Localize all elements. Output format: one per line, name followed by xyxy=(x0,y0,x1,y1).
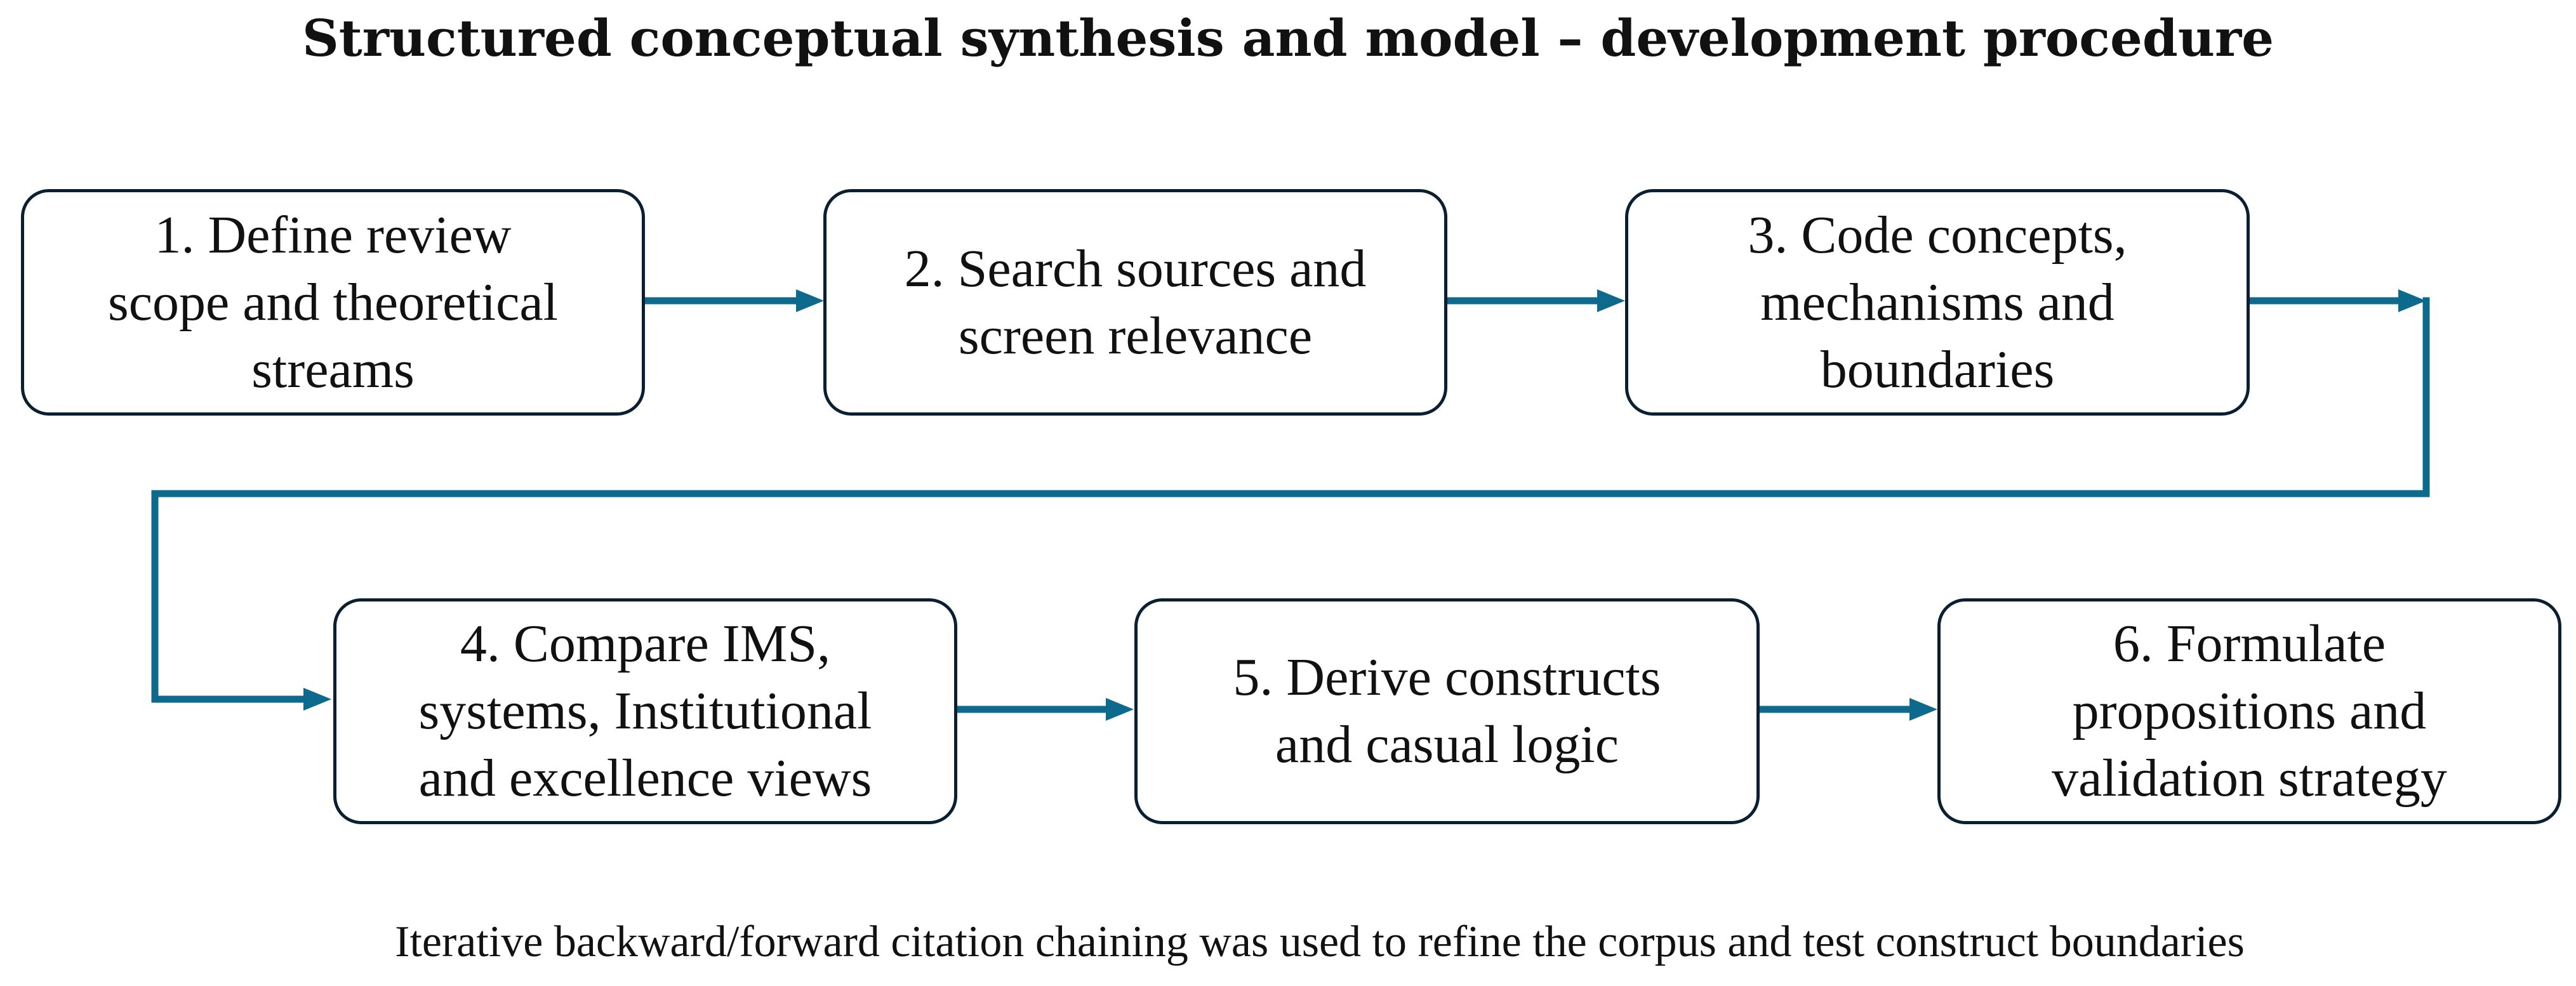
step-1-label: 1. Define review scope and theoretical s… xyxy=(108,205,558,399)
step-5-label: 5. Derive constructs and casual logic xyxy=(1233,648,1661,774)
arrow-step4-to-step5 xyxy=(951,698,1134,721)
step-2-box: 2. Search sources and screen relevance xyxy=(823,189,1447,416)
arrow-step3-to-wrap xyxy=(2245,289,2426,312)
step-2-label: 2. Search sources and screen relevance xyxy=(904,239,1367,365)
step-3-label: 3. Code concepts, mechanisms and boundar… xyxy=(1748,205,2127,399)
step-3-box: 3. Code concepts, mechanisms and boundar… xyxy=(1625,189,2250,416)
diagram-title: Structured conceptual synthesis and mode… xyxy=(302,8,2274,68)
step-6-label: 6. Formulate propositions and validation… xyxy=(2052,614,2447,808)
step-4-label: 4. Compare IMS, systems, Institutional a… xyxy=(418,614,872,808)
wrap-connector xyxy=(151,297,2430,703)
step-6-box: 6. Formulate propositions and validation… xyxy=(1937,598,2561,824)
step-4-box: 4. Compare IMS, systems, Institutional a… xyxy=(333,598,957,824)
arrow-step1-to-step2 xyxy=(640,289,824,312)
footnote: Iterative backward/forward citation chai… xyxy=(395,917,2245,966)
arrow-step5-to-step6 xyxy=(1755,698,1937,721)
step-1-box: 1. Define review scope and theoretical s… xyxy=(21,189,645,416)
arrow-wrap-to-step4 xyxy=(151,688,331,711)
step-5-box: 5. Derive constructs and casual logic xyxy=(1134,598,1760,824)
arrow-step2-to-step3 xyxy=(1442,289,1625,312)
